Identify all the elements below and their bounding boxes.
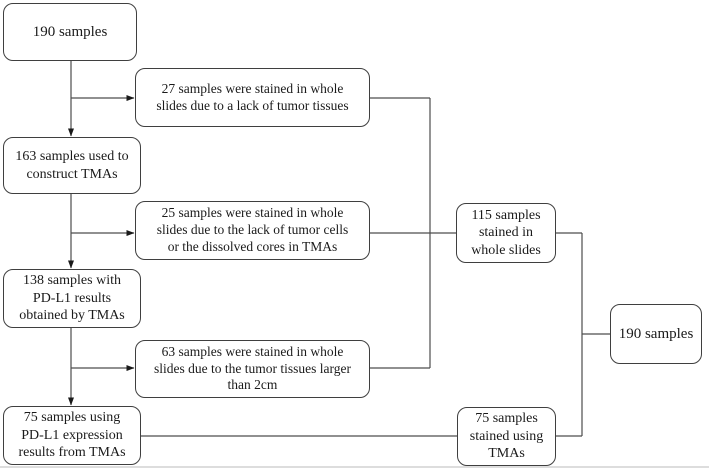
flow-box-excluded-63-label: 63 samples were stained in whole slides … [154,343,351,393]
flow-box-pdl1-results-138: 138 samples with PD-L1 results obtained … [3,269,141,328]
flow-box-tma-stained-75-label: 75 samples stained using TMAs [469,411,544,462]
flow-box-samples-190-total-label: 190 samples [618,325,694,342]
figure-bottom-edge [0,466,709,468]
flow-box-excluded-63: 63 samples were stained in whole slides … [135,340,370,398]
flow-box-pdl1-results-75-label: 75 samples using PD-L1 expression result… [18,410,126,461]
flow-box-tma-constructed-163-label: 163 samples used to construct TMAs [15,149,129,182]
flow-box-tma-constructed-163: 163 samples used to construct TMAs [3,137,141,194]
flow-box-whole-slides-115: 115 samples stained in whole slides [456,203,556,263]
flow-box-samples-190-start-label: 190 samples [32,23,108,40]
flow-box-excluded-25: 25 samples were stained in whole slides … [135,201,370,260]
flow-box-samples-190-total: 190 samples [610,304,702,364]
flow-box-pdl1-results-75: 75 samples using PD-L1 expression result… [3,406,141,465]
flow-box-pdl1-results-138-label: 138 samples with PD-L1 results obtained … [19,273,125,324]
flow-box-samples-190-start: 190 samples [3,3,137,61]
flow-box-whole-slides-115-label: 115 samples stained in whole slides [471,207,541,258]
flow-box-excluded-27-label: 27 samples were stained in whole slides … [156,80,349,113]
flow-box-tma-stained-75: 75 samples stained using TMAs [457,407,556,466]
flow-box-excluded-25-label: 25 samples were stained in whole slides … [156,205,349,254]
flow-box-excluded-27: 27 samples were stained in whole slides … [135,68,370,127]
